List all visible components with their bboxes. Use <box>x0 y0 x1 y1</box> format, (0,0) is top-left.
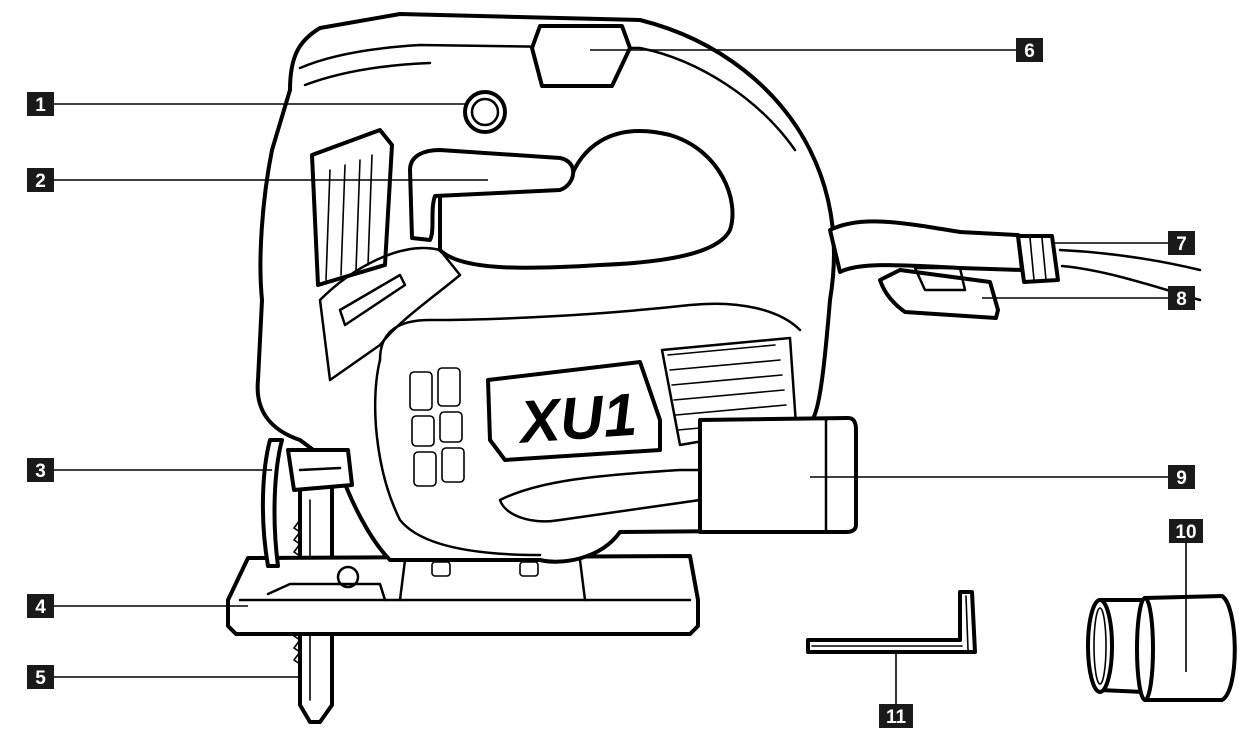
callout-4-label: 4 <box>35 597 46 618</box>
callout-7-label: 7 <box>1176 234 1187 255</box>
callout-2-label: 2 <box>35 171 46 192</box>
callout-4: 4 <box>27 594 54 618</box>
callout-10-label: 10 <box>1175 522 1196 543</box>
callout-8-label: 8 <box>1176 289 1187 310</box>
callout-10: 10 <box>1169 519 1203 543</box>
callout-8: 8 <box>1168 286 1195 310</box>
callout-9-label: 9 <box>1176 468 1187 489</box>
callout-11-label: 11 <box>886 707 907 728</box>
callout-9: 9 <box>1168 465 1195 489</box>
callout-6-label: 6 <box>1024 41 1035 62</box>
callout-3-label: 3 <box>35 461 46 482</box>
callout-11: 11 <box>879 704 913 728</box>
callout-2: 2 <box>27 168 54 192</box>
jigsaw-body: XU1 <box>255 12 858 564</box>
hex-key <box>806 590 977 654</box>
callout-lines <box>54 49 1187 704</box>
callout-6: 6 <box>1016 38 1043 62</box>
callout-5-label: 5 <box>35 668 46 689</box>
callout-1: 1 <box>27 92 54 116</box>
power-cord <box>828 219 1202 302</box>
dust-adaptor <box>1086 594 1237 702</box>
front-grille <box>409 367 465 487</box>
cord-clip <box>878 266 1000 320</box>
callout-7: 7 <box>1168 231 1195 255</box>
callout-1-label: 1 <box>35 95 46 116</box>
blade-clamp <box>260 438 354 568</box>
base-plate <box>226 554 700 636</box>
callout-5: 5 <box>27 665 54 689</box>
brand-logo: XU1 <box>515 381 639 456</box>
callout-3: 3 <box>27 458 54 482</box>
